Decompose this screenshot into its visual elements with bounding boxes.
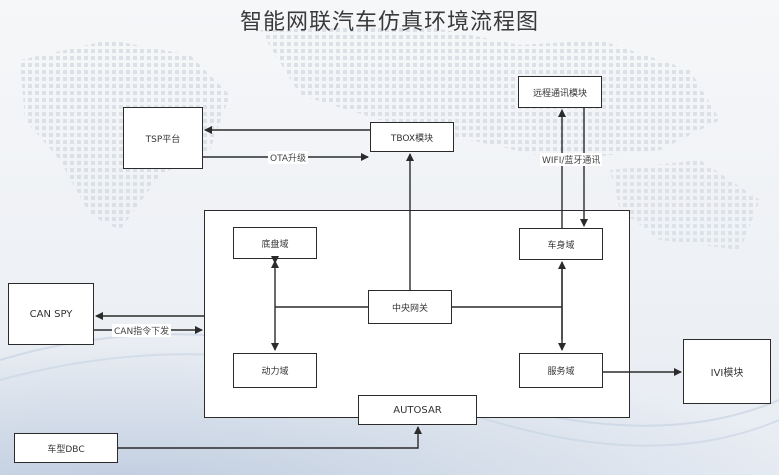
- chassis-domain-node: 底盘域: [233, 227, 317, 259]
- tbox-module-node: TBOX模块: [370, 122, 454, 152]
- tsp-platform-node: TSP平台: [123, 107, 203, 169]
- wifi-bluetooth-label: WIFI/蓝牙通讯: [540, 153, 603, 166]
- diagram-title: 智能网联汽车仿真环境流程图: [239, 10, 539, 35]
- can-spy-node: CAN SPY: [8, 283, 94, 345]
- central-gateway-node: 中央网关: [368, 290, 452, 324]
- autosar-node: AUTOSAR: [358, 395, 477, 425]
- body-domain-node: 车身域: [519, 228, 603, 260]
- ota-upgrade-label: OTA升级: [268, 151, 309, 164]
- vehicle-dbc-node: 车型DBC: [14, 433, 118, 463]
- power-domain-node: 动力域: [233, 353, 317, 388]
- ivi-module-node: IVI模块: [683, 339, 771, 404]
- can-command-label: CAN指令下发: [112, 324, 172, 337]
- service-domain-node: 服务域: [519, 353, 603, 388]
- remote-comm-module-node: 远程通讯模块: [518, 76, 602, 108]
